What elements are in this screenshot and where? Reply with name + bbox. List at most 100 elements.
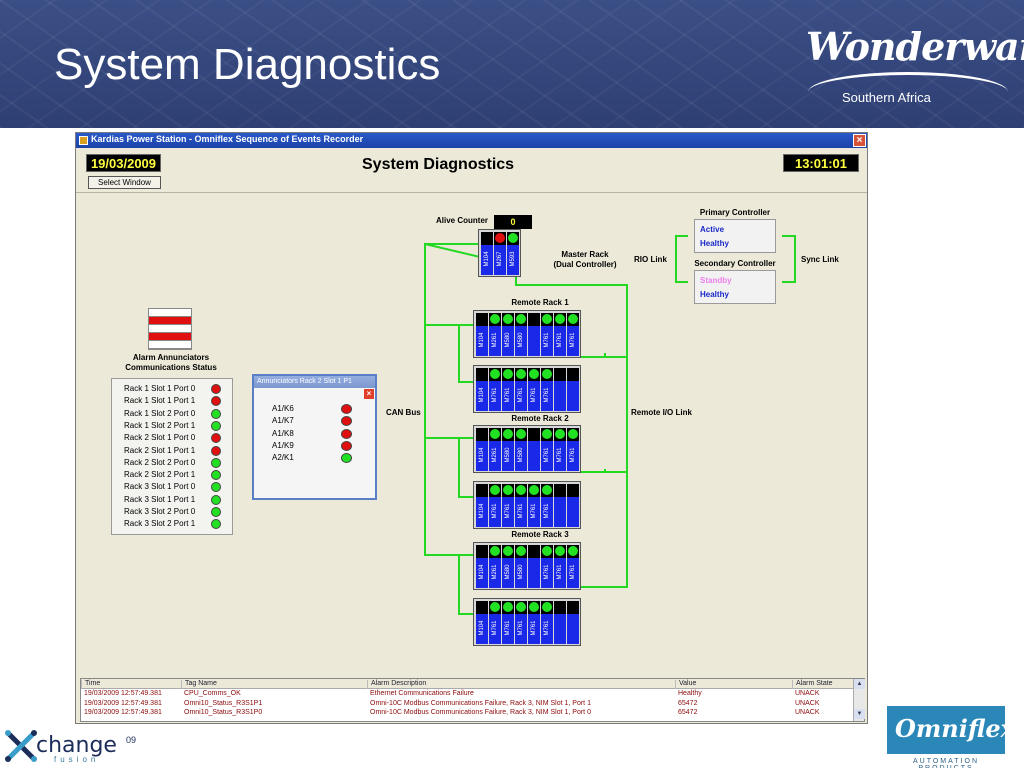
module-body bbox=[554, 381, 566, 411]
alarm-cell: 19/03/2009 12:57:49.381 bbox=[84, 709, 162, 716]
can-bus-label: CAN Bus bbox=[386, 408, 421, 417]
rack-module: M761 bbox=[489, 368, 501, 411]
rack3-expansion-link bbox=[458, 554, 473, 615]
alarm-annunciator-icon[interactable] bbox=[148, 308, 192, 350]
col-value[interactable]: Value bbox=[675, 680, 696, 689]
module-body: M761 bbox=[489, 497, 501, 527]
port-label: Rack 3 Slot 2 Port 0 bbox=[124, 507, 196, 516]
remote-io-link-label: Remote I/O Link bbox=[631, 408, 692, 417]
annunciator-label: A2/K1 bbox=[272, 453, 294, 463]
module-led bbox=[568, 314, 578, 324]
rack-module: M761 bbox=[515, 368, 527, 411]
module-led bbox=[529, 602, 539, 612]
module-body: M761 bbox=[567, 558, 579, 588]
can-bus-link-rack1 bbox=[424, 242, 481, 326]
module-label: M261 bbox=[492, 447, 498, 463]
port-status-led bbox=[211, 494, 221, 505]
module-label: M761 bbox=[518, 503, 524, 519]
window-close-button[interactable]: × bbox=[853, 134, 866, 147]
module-led bbox=[555, 429, 565, 439]
module-led bbox=[555, 369, 565, 379]
rack-module: M761 bbox=[515, 484, 527, 527]
port-label: Rack 3 Slot 1 Port 0 bbox=[124, 482, 196, 492]
module-label: M761 bbox=[557, 447, 563, 463]
primary-controller-status: Active Healthy bbox=[694, 219, 776, 253]
rio-link-label: RIO Link bbox=[634, 255, 667, 264]
module-led bbox=[568, 546, 578, 556]
module-label: M761 bbox=[544, 387, 550, 403]
module-led bbox=[516, 369, 526, 379]
module-led bbox=[542, 485, 552, 495]
scroll-up-icon[interactable]: ▲ bbox=[854, 679, 865, 689]
module-body bbox=[528, 558, 540, 588]
module-body: M761 bbox=[541, 381, 553, 411]
module-led bbox=[555, 314, 565, 324]
alive-counter-value: 0 bbox=[494, 215, 532, 229]
module-body: M761 bbox=[489, 614, 501, 644]
module-label: M761 bbox=[544, 503, 550, 519]
module-led bbox=[503, 546, 513, 556]
module-led bbox=[503, 429, 513, 439]
rack-module: M104 bbox=[476, 428, 488, 471]
col-tag-name[interactable]: Tag Name bbox=[181, 680, 217, 689]
network-links bbox=[424, 235, 796, 615]
alarm-scrollbar[interactable]: ▲ ▼ bbox=[853, 679, 865, 721]
module-led bbox=[516, 429, 526, 439]
rio-link-bracket bbox=[675, 235, 688, 283]
col-alarm-state[interactable]: Alarm State bbox=[792, 680, 833, 689]
module-body: M761 bbox=[528, 381, 540, 411]
module-label: M761 bbox=[518, 387, 524, 403]
rack-module: M580 bbox=[515, 545, 527, 588]
port-label: Rack 2 Slot 1 Port 0 bbox=[124, 433, 196, 443]
module-body bbox=[567, 614, 579, 644]
scroll-down-icon[interactable]: ▼ bbox=[854, 709, 865, 719]
rack1-expansion-link bbox=[458, 324, 473, 383]
module-body: M761 bbox=[515, 497, 527, 527]
slide-banner: System Diagnostics Wonderware Southern A… bbox=[0, 0, 1024, 128]
module-label: M761 bbox=[570, 447, 576, 463]
port-status-led bbox=[211, 420, 221, 431]
rack-module: M104 bbox=[476, 313, 488, 356]
rack-module: M580 bbox=[502, 545, 514, 588]
rack-module: M761 bbox=[541, 545, 553, 588]
module-label: M593 bbox=[510, 251, 516, 267]
module-led bbox=[503, 369, 513, 379]
port-status-row: Rack 2 Slot 2 Port 0 bbox=[112, 457, 232, 469]
module-body: M761 bbox=[489, 381, 501, 411]
module-body: M761 bbox=[541, 326, 553, 356]
xchange-mark-icon bbox=[5, 730, 37, 762]
rack2-expansion-link bbox=[458, 437, 473, 498]
module-label: M580 bbox=[505, 332, 511, 348]
select-window-button[interactable]: Select Window bbox=[88, 176, 161, 189]
rack-module: M761 bbox=[541, 484, 553, 527]
port-status-led bbox=[211, 482, 221, 493]
module-led bbox=[568, 485, 578, 495]
alarm-cell: Ethernet Communications Failure bbox=[370, 690, 474, 697]
xchange-logo: change 09 fusion bbox=[0, 725, 150, 767]
module-led bbox=[555, 485, 565, 495]
rack-module: M580 bbox=[502, 313, 514, 356]
port-status-led bbox=[211, 396, 221, 407]
module-body: M261 bbox=[489, 326, 501, 356]
secondary-controller-status: Standby Healthy bbox=[694, 270, 776, 304]
col-time[interactable]: Time bbox=[81, 680, 100, 689]
omniflex-subtitle: AUTOMATION PRODUCTS bbox=[912, 758, 980, 768]
port-status-row: Rack 3 Slot 1 Port 1 bbox=[112, 494, 232, 506]
rack-module: M261 bbox=[489, 313, 501, 356]
popup-close-button[interactable]: × bbox=[364, 389, 374, 399]
col-alarm-description[interactable]: Alarm Description bbox=[367, 680, 426, 689]
alarm-annunciators-label: Alarm Annunciators bbox=[132, 353, 210, 362]
secondary-controller-label: Secondary Controller bbox=[694, 259, 776, 268]
rack-module: M761 bbox=[502, 368, 514, 411]
module-body: M267 bbox=[494, 245, 506, 275]
